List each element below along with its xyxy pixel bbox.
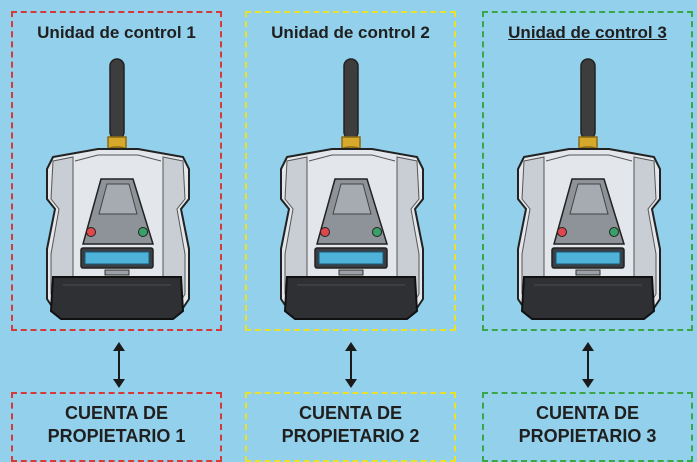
- control-unit-1: Unidad de control 1: [11, 11, 222, 331]
- control-unit-device-image: [46, 58, 190, 320]
- account-label-line1: CUENTA DE: [536, 403, 639, 423]
- control-unit-device-image: [517, 58, 661, 320]
- account-label: CUENTA DE PROPIETARIO 3: [484, 402, 691, 448]
- account-label-line1: CUENTA DE: [65, 403, 168, 423]
- control-unit-3: Unidad de control 3: [482, 11, 693, 331]
- unit-title: Unidad de control 1: [37, 23, 196, 42]
- control-unit-device-image: [280, 58, 424, 320]
- account-label-line2: PROPIETARIO 2: [281, 426, 420, 446]
- account-label: CUENTA DE PROPIETARIO 1: [13, 402, 220, 448]
- owner-account-3: CUENTA DE PROPIETARIO 3: [482, 392, 693, 462]
- account-label-line2: PROPIETARIO 1: [47, 426, 186, 446]
- link-arrow-1: [113, 342, 125, 388]
- account-label-line1: CUENTA DE: [299, 403, 402, 423]
- link-arrow-3: [582, 342, 594, 388]
- owner-account-1: CUENTA DE PROPIETARIO 1: [11, 392, 222, 462]
- owner-account-2: CUENTA DE PROPIETARIO 2: [245, 392, 456, 462]
- control-unit-2: Unidad de control 2: [245, 11, 456, 331]
- account-label-line2: PROPIETARIO 3: [518, 426, 657, 446]
- unit-title: Unidad de control 3: [508, 23, 667, 42]
- link-arrow-2: [345, 342, 357, 388]
- account-label: CUENTA DE PROPIETARIO 2: [247, 402, 454, 448]
- unit-title: Unidad de control 2: [271, 23, 430, 42]
